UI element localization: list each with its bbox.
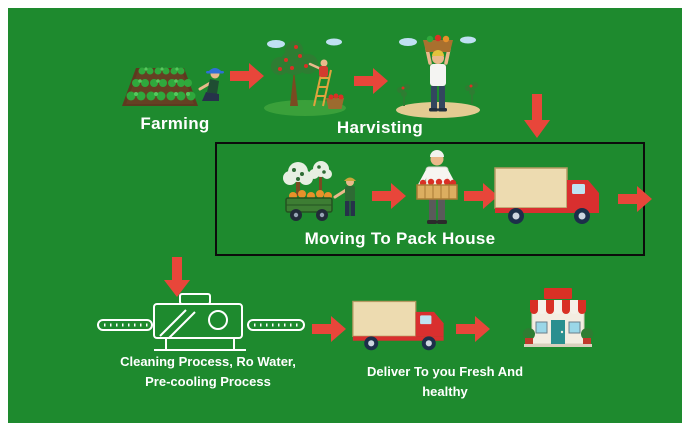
cleaning-machine-illustration xyxy=(96,292,306,356)
arrow-down-icon xyxy=(524,94,550,138)
delivery-label-line1: Deliver To you Fresh And xyxy=(366,364,524,379)
cleaning-label: Cleaning Process, Ro Water, Pre-cooling … xyxy=(88,352,328,392)
delivery-truck-illustration xyxy=(352,297,448,353)
arrow-right-icon xyxy=(618,186,652,212)
arrow-down-icon xyxy=(164,257,190,297)
arrow-right-icon xyxy=(372,183,406,209)
arrow-right-icon xyxy=(354,68,388,94)
storefront-illustration xyxy=(522,286,594,358)
arrow-right-icon xyxy=(230,63,264,89)
harvesting-label: Harvisting xyxy=(336,118,424,137)
cleaning-label-line2: Pre-cooling Process xyxy=(145,374,271,390)
harvesting-tree-illustration xyxy=(262,36,348,118)
cleaning-label-line1: Cleaning Process, Ro Water, xyxy=(120,354,296,369)
cargo-truck-illustration xyxy=(494,164,604,226)
arrow-right-icon xyxy=(312,316,346,342)
produce-crate-worker-illustration xyxy=(410,148,464,226)
delivery-label-line2: healthy xyxy=(422,384,468,400)
arrow-right-icon xyxy=(464,183,498,209)
carrying-harvest-illustration xyxy=(392,32,484,120)
arrow-right-icon xyxy=(456,316,490,342)
delivery-label: Deliver To you Fresh And healthy xyxy=(340,362,550,402)
pack-house-cart-illustration xyxy=(280,152,368,226)
pack-house-label: Moving To Pack House xyxy=(304,229,496,248)
farming-label: Farming xyxy=(140,114,210,133)
farming-field-illustration xyxy=(118,38,230,116)
